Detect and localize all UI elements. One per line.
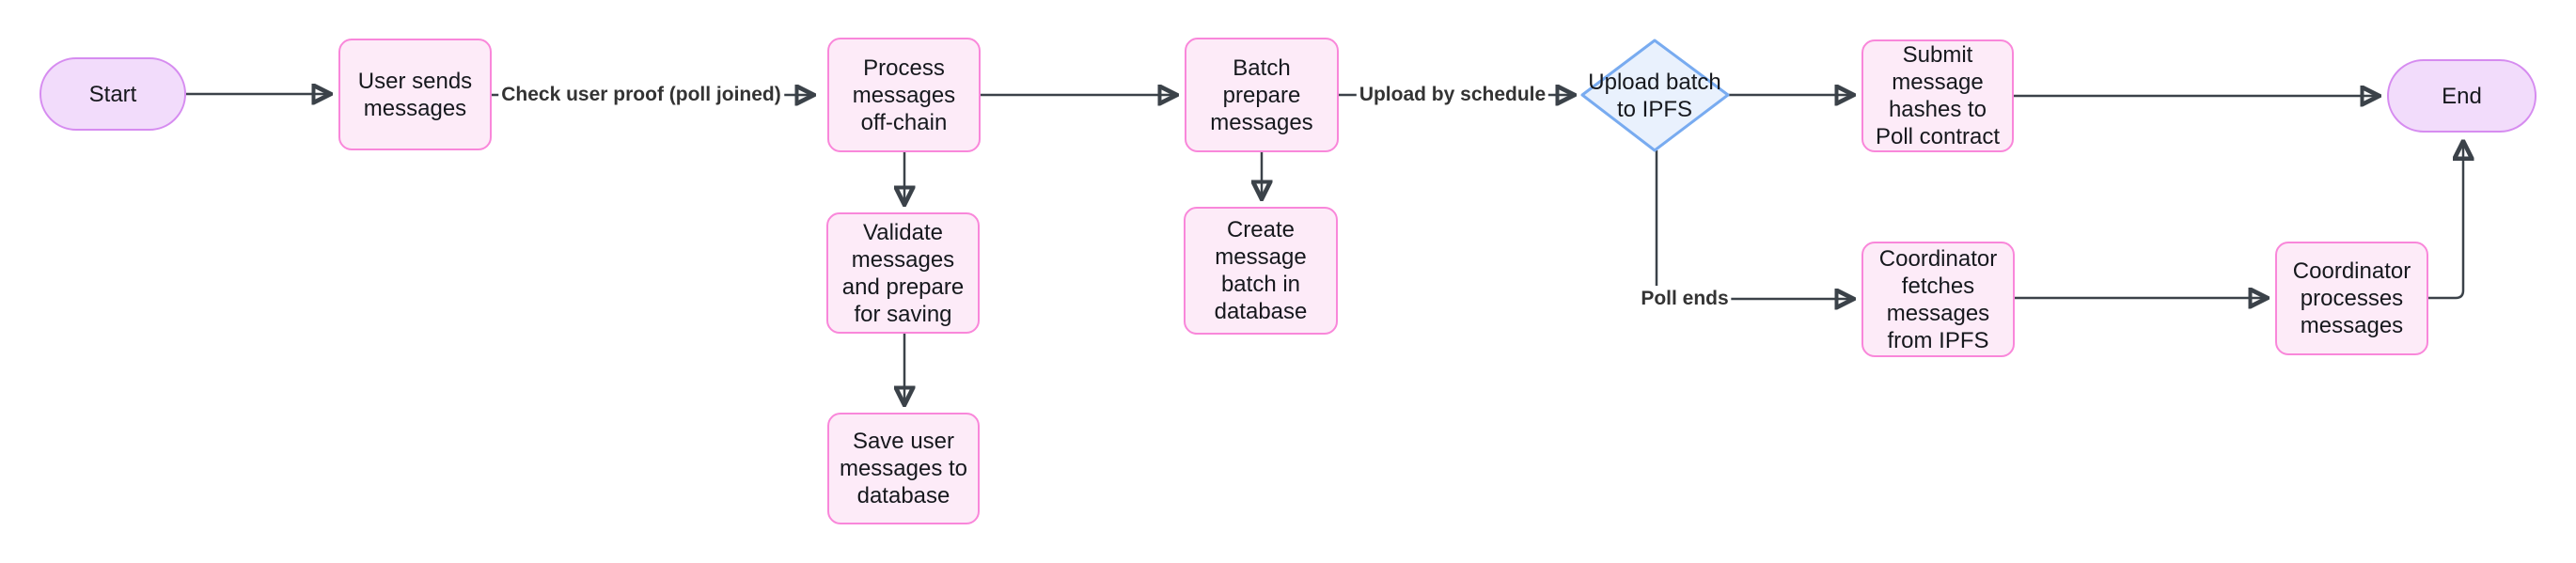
edge-label-check-user-proof: Check user proof (poll joined)	[498, 82, 784, 108]
node-coord-proc-label: Coordinator processes messages	[2292, 258, 2411, 338]
edge-upload-ipfs-to-coord-fetch	[1655, 150, 1852, 299]
node-user-sends-messages: User sends messages	[338, 39, 492, 150]
node-process-messages-offchain: Process messages off-chain	[827, 38, 981, 152]
node-submit-hashes: Submit message hashes to Poll contract	[1861, 39, 2014, 152]
node-submit-label: Submit message hashes to Poll contract	[1875, 42, 2001, 149]
node-save-messages: Save user messages to database	[827, 413, 980, 524]
node-create-label: Create message batch in database	[1214, 217, 1308, 324]
node-upload-ipfs: Upload batch to IPFS	[1570, 40, 1739, 150]
node-start-label: Start	[88, 81, 137, 107]
node-start: Start	[39, 57, 186, 131]
edge-label-upload-by-schedule: Upload by schedule	[1356, 82, 1549, 108]
node-user-sends-label: User sends messages	[357, 68, 473, 121]
node-end-label: End	[2442, 83, 2482, 109]
node-batch-label: Batch prepare messages	[1210, 55, 1313, 135]
node-save-label: Save user messages to database	[839, 429, 968, 508]
node-upload-ipfs-label: Upload batch to IPFS	[1588, 69, 1721, 122]
edge-label-poll-ends: Poll ends	[1638, 286, 1732, 312]
node-upload-ipfs-shape	[1580, 39, 1730, 152]
node-validate-messages: Validate messages and prepare for saving	[826, 212, 980, 334]
node-validate-label: Validate messages and prepare for saving	[841, 219, 965, 327]
node-create-batch: Create message batch in database	[1184, 207, 1338, 335]
node-coordinator-processes: Coordinator processes messages	[2275, 242, 2428, 355]
node-coordinator-fetches: Coordinator fetches messages from IPFS	[1861, 242, 2015, 357]
node-batch-prepare: Batch prepare messages	[1185, 38, 1339, 152]
node-end: End	[2387, 59, 2537, 133]
node-coord-fetch-label: Coordinator fetches messages from IPFS	[1878, 245, 1998, 353]
edge-coord-process-to-end	[2428, 143, 2463, 300]
node-process-label: Process messages off-chain	[852, 55, 956, 135]
